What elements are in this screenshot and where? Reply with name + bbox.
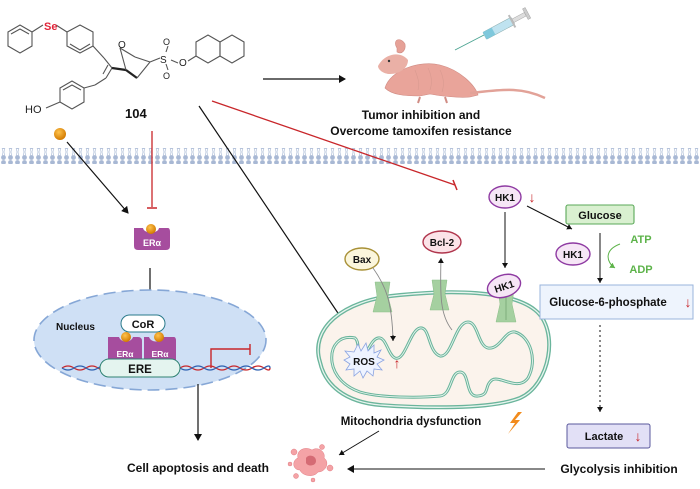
mito-dysfunction-label: Mitochondria dysfunction	[341, 416, 482, 428]
hydroxyl-label: HO	[25, 104, 42, 116]
era-dimer-label-2: ERα	[151, 349, 169, 359]
glucose-box	[565, 204, 635, 225]
arrow-hk1-to-glucose	[526, 205, 573, 230]
arrow-bax-into-mito	[372, 267, 394, 341]
phenyl-ring	[66, 24, 94, 54]
lactate-box	[566, 423, 651, 449]
lactate-label: Lactate	[585, 431, 624, 443]
bcl2-protein	[422, 230, 462, 254]
era-dimer	[108, 332, 176, 360]
mitochondrion	[316, 290, 552, 410]
corepressor	[120, 314, 166, 333]
arrow-estrogen-to-era	[66, 141, 129, 214]
hk1-protein	[488, 185, 522, 209]
g6p-label: Glucose-6-phosphate	[549, 297, 667, 309]
compound-number: 104	[125, 106, 147, 121]
bcl2-label: Bcl-2	[430, 238, 455, 249]
hk1-label: HK1	[495, 193, 515, 204]
arrow-bcl2-release	[437, 257, 453, 331]
ros-label: ROS	[353, 357, 375, 368]
apoptotic-cell-icon	[287, 444, 334, 483]
lightning-icon	[508, 412, 522, 434]
atp-label: ATP	[630, 234, 651, 246]
sulfonyl-oxygen-bottom: O	[163, 71, 170, 81]
hk1-enzyme	[555, 242, 591, 266]
mouse-illustration	[378, 39, 546, 104]
ester-oxygen-label: O	[179, 58, 187, 69]
hk1-bound-protein	[486, 273, 522, 299]
hk1-enzyme-label: HK1	[563, 250, 583, 261]
in-vivo-outcome-line1: Tumor inhibition and	[362, 108, 480, 122]
arrow-mito-to-cell-death	[338, 430, 380, 456]
lactate-decrease-arrow: ↓	[635, 428, 642, 444]
compound-104-structure	[7, 24, 245, 110]
glycolysis-inhibition-label: Glycolysis inhibition	[560, 462, 677, 476]
membrane-channel	[372, 281, 393, 313]
naphthyl-ring	[195, 34, 221, 64]
syringe-illustration	[454, 7, 532, 51]
transcription-blocked-icon	[210, 344, 251, 368]
inhibit-bar-hk1	[452, 179, 458, 191]
hk1-decrease-arrow: ↓	[529, 189, 536, 205]
ere-element	[99, 358, 181, 378]
sulfur-label: S	[160, 55, 167, 66]
ros-burst	[343, 341, 385, 379]
corepressor-label: CoR	[132, 319, 155, 331]
era-receptor	[134, 224, 170, 250]
bax-protein	[344, 247, 380, 271]
selenium-label: Se	[44, 21, 57, 33]
arrow-compound-to-ros	[198, 105, 353, 335]
membrane-channel	[429, 279, 450, 311]
ere-label: ERE	[128, 364, 152, 376]
ros-increase-arrow: ↑	[394, 355, 401, 371]
atp-to-adp-arrow	[607, 243, 621, 269]
phenyl-ring	[7, 24, 33, 54]
in-vivo-outcome-line2: Overcome tamoxifen resistance	[330, 124, 512, 138]
nucleus-label: Nucleus	[56, 322, 95, 333]
oxygen-bridge-label: O	[118, 40, 126, 51]
adp-label: ADP	[629, 264, 652, 276]
g6p-decrease-arrow: ↓	[685, 294, 692, 310]
era-dimer-label-1: ERα	[116, 349, 134, 359]
estrogen-ligand	[54, 128, 66, 140]
glucose-label: Glucose	[578, 210, 621, 222]
era-receptor-label: ERα	[143, 238, 162, 248]
bax-label: Bax	[353, 255, 372, 266]
inhibit-compound-to-hk1	[211, 100, 456, 186]
cell-membrane	[0, 148, 700, 164]
apoptosis-label: Cell apoptosis and death	[127, 461, 269, 475]
sulfonyl-oxygen-top: O	[163, 37, 170, 47]
g6p-box	[539, 284, 694, 320]
